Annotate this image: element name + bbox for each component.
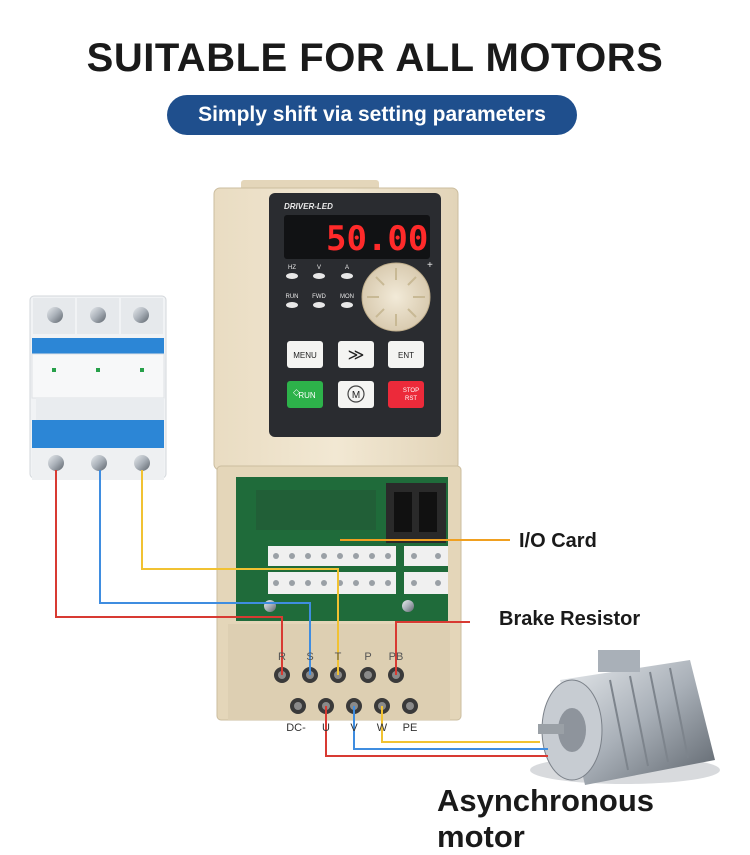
- mode-key: M: [352, 390, 360, 401]
- led-label-v: V: [317, 265, 321, 271]
- terminal-pb: PB: [389, 651, 404, 663]
- stop-key-line1: STOP: [403, 388, 419, 394]
- terminal-dc-minus: DC-: [286, 722, 306, 734]
- enter-key: ENT: [398, 351, 414, 360]
- brand-label: DRIVER-LED: [284, 202, 333, 211]
- led-label-mon: MON: [340, 294, 354, 300]
- io-card-label: I/O Card: [519, 530, 597, 552]
- brake-resistor-label: Brake Resistor: [499, 608, 641, 630]
- wiring: [55, 470, 548, 757]
- frequency-display: 50.00: [326, 219, 428, 259]
- terminal-pe: PE: [403, 722, 418, 734]
- terminal-w: W: [377, 722, 388, 734]
- terminal-r: R: [278, 651, 286, 663]
- led-label-fwd: FWD: [312, 294, 326, 300]
- terminal-s: S: [306, 651, 313, 663]
- motor-label: Asynchronous motor: [437, 783, 655, 854]
- shift-key: ≫: [348, 347, 365, 364]
- terminal-u: U: [322, 722, 330, 734]
- menu-key: MENU: [293, 351, 317, 360]
- led-label-a: A: [345, 265, 349, 271]
- run-key: RUN: [298, 391, 316, 400]
- led-label-hz: HZ: [288, 265, 296, 271]
- page-title: SUITABLE FOR ALL MOTORS: [86, 36, 664, 80]
- terminal-p: P: [364, 651, 371, 663]
- motor-illustration: [530, 650, 720, 785]
- circuit-breaker: [29, 295, 167, 480]
- run-arrow-icon: ◇: [293, 388, 300, 398]
- subtitle-badge: Simply shift via setting parameters: [167, 95, 577, 135]
- terminal-t: T: [335, 651, 342, 663]
- stop-key-line2: RST: [405, 396, 417, 402]
- plus-label: +: [427, 260, 433, 271]
- terminal-v: V: [350, 722, 358, 734]
- led-label-run: RUN: [286, 294, 299, 300]
